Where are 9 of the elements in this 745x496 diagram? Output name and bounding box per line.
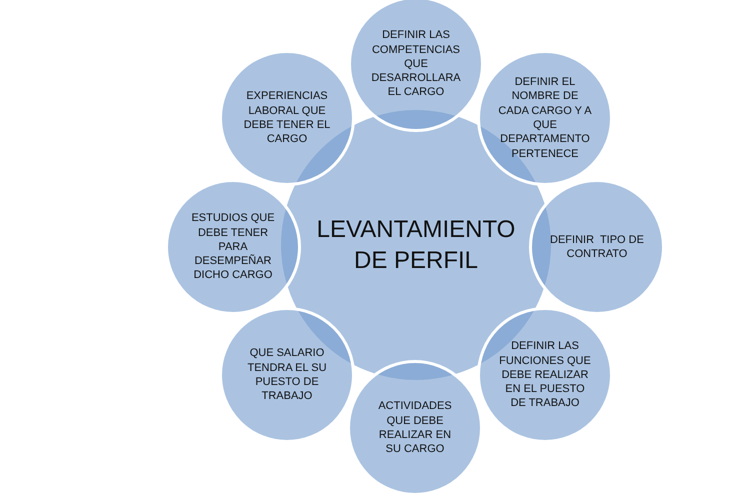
circle-text: DEFINIR LAS FUNCIONES QUE DEBE REALIZAR EN EL PUESTO DE TRABAJO xyxy=(498,339,592,411)
center-title: LEVANTAMIENTO DE PERFIL xyxy=(316,214,516,276)
circle-text: DEFINIR LAS COMPETENCIAS QUE DESARROLLARA EL CARGO xyxy=(371,28,461,100)
circle-text: QUE SALARIO TENDRA EL SU PUESTO DE TRABAJO xyxy=(246,346,328,404)
circle-text: DEFINIR EL NOMBRE DE CADA CARGO Y A QUE DEPARTAMENTO PERTENECE xyxy=(498,75,592,161)
circle-text: DEFINIR TIPO DE CONTRATO xyxy=(550,232,644,262)
circle-text: ACTIVIDADES QUE DEBE REALIZAR EN SU CARGO xyxy=(377,399,453,457)
circle-text: EXPERIENCIAS LABORAL QUE DEBE TENER EL CARGO xyxy=(242,89,332,147)
circle-text: ESTUDIOS QUE DEBE TENER PARA DESEMPEÑAR DICHO CARGO xyxy=(190,211,276,283)
